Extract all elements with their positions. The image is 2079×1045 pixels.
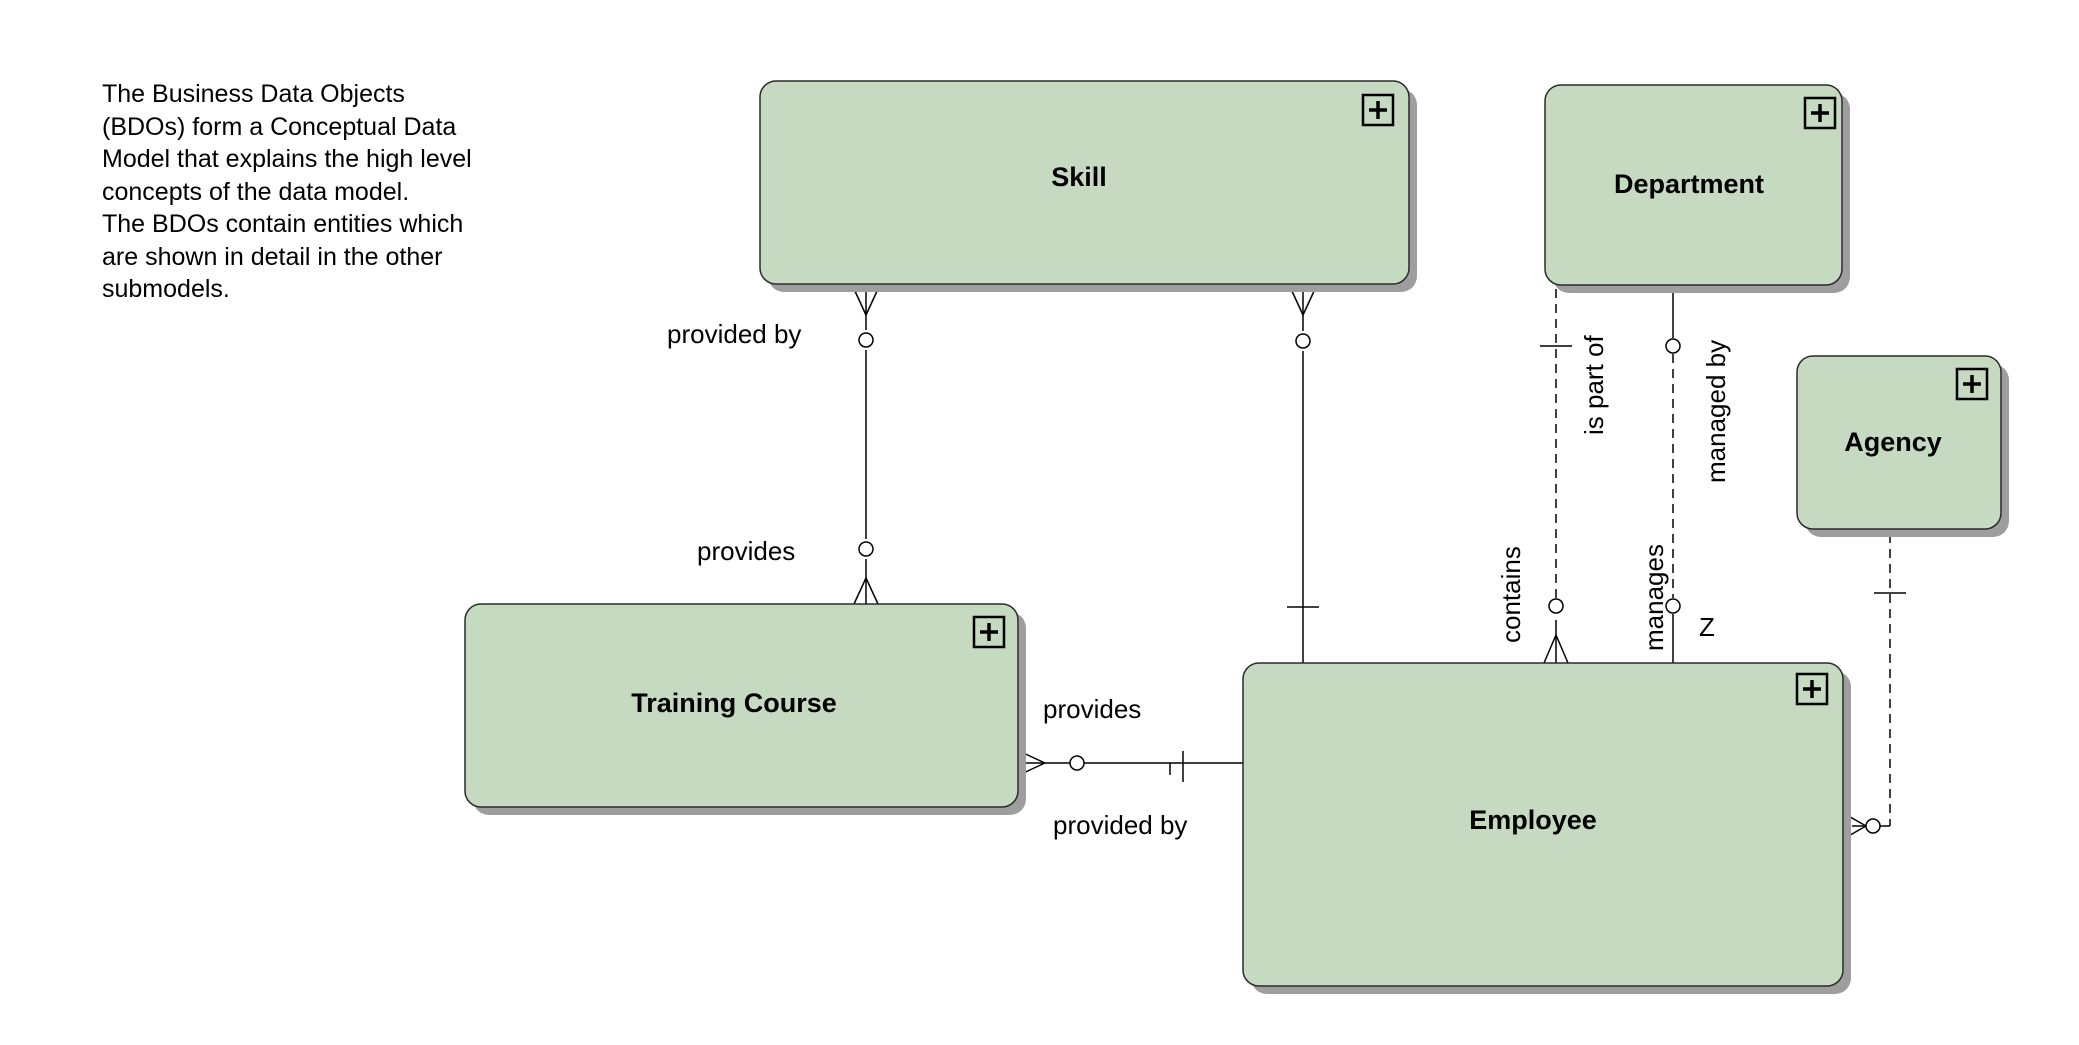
relationship-department-employee-membership: [1540, 289, 1572, 664]
relationship-label: provides: [697, 536, 795, 566]
relationship-label: provided by: [1053, 810, 1187, 840]
relationship-agency-employee: [1844, 534, 1906, 839]
relationship-department-employee-management: [1665, 289, 1681, 663]
entity-title: Agency: [1844, 427, 1942, 457]
entity-title: Department: [1614, 169, 1764, 199]
description-line: (BDOs) form a Conceptual Data: [102, 112, 457, 141]
entity-title: Employee: [1469, 805, 1597, 835]
entity-title: Training Course: [631, 688, 837, 718]
relationship-label: provides: [1043, 694, 1141, 724]
relationship-label: provided by: [667, 319, 801, 349]
relationship-skill-training-course: [853, 288, 879, 605]
relationship-label: managed by: [1701, 340, 1731, 483]
relationship-label: contains: [1496, 546, 1526, 643]
description-line: The Business Data Objects: [102, 80, 405, 108]
description-line: The BDOs contain entities which: [102, 210, 464, 238]
model-description: The Business Data Objects (BDOs) form a …: [102, 78, 542, 306]
entity-department[interactable]: Department: [1544, 84, 1850, 293]
relationship-training-employee: [1018, 750, 1243, 782]
entity-training-course[interactable]: Training Course: [464, 603, 1026, 815]
entity-agency[interactable]: Agency: [1796, 355, 2009, 537]
description-line: submodels.: [102, 275, 230, 303]
entity-employee[interactable]: Employee: [1242, 662, 1851, 994]
description-line: are shown in detail in the other: [102, 242, 443, 271]
entity-skill[interactable]: Skill: [759, 80, 1417, 292]
cardinality-label: Z: [1699, 612, 1715, 642]
description-line: Model that explains the high level: [102, 145, 472, 173]
entity-title: Skill: [1051, 162, 1107, 192]
relationship-label: manages: [1639, 544, 1669, 651]
relationship-skill-employee: [1287, 288, 1319, 663]
relationship-label: is part of: [1579, 335, 1609, 435]
description-line: concepts of the data model.: [102, 177, 410, 206]
